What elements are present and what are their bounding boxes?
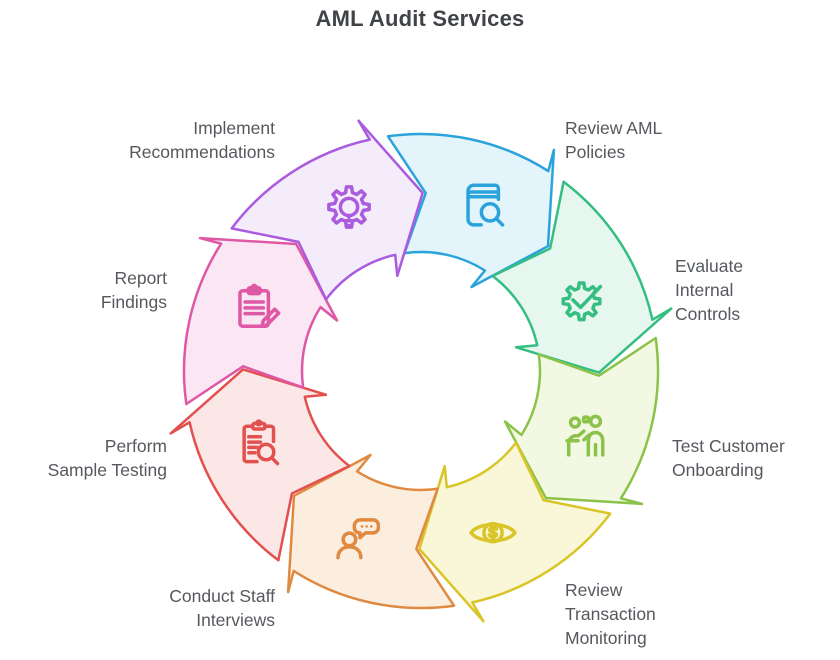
cycle-arrow-evaluate-internal-controls bbox=[491, 180, 673, 374]
step-label-line: Monitoring bbox=[565, 628, 647, 648]
step-label-line: Controls bbox=[675, 304, 741, 324]
step-label-line: Transaction bbox=[565, 604, 656, 624]
cycle-arrow-review-aml-policies bbox=[386, 132, 556, 289]
cycle-arrow-report-findings bbox=[182, 236, 339, 406]
cycle-arrow-perform-sample-testing bbox=[169, 368, 351, 562]
step-label-line: Review bbox=[565, 580, 623, 600]
step-label-line: Recommendations bbox=[129, 142, 275, 162]
page-title: AML Audit Services bbox=[315, 6, 525, 31]
step-label-line: Onboarding bbox=[672, 460, 764, 480]
step-label-line: Evaluate bbox=[675, 256, 744, 276]
cycle-arrow-implement-recommendations bbox=[230, 119, 424, 301]
step-label-line: Policies bbox=[565, 142, 626, 162]
step-label-line: Review AML bbox=[565, 118, 663, 138]
cycle-arrow-test-customer-onboarding bbox=[503, 336, 660, 506]
step-label-line: Internal bbox=[675, 280, 734, 300]
step-label-line: Findings bbox=[100, 292, 167, 312]
step-label-line: Conduct Staff bbox=[169, 586, 275, 606]
step-label-review-aml-policies: Review AML Policies bbox=[565, 116, 662, 164]
step-label-line: Report bbox=[114, 268, 167, 288]
step-label-line: Test Customer bbox=[672, 436, 785, 456]
step-label-line: Implement bbox=[193, 118, 275, 138]
step-label-line: Interviews bbox=[196, 610, 275, 630]
step-label-line: Sample Testing bbox=[47, 460, 167, 480]
step-label-line: Perform bbox=[104, 436, 167, 456]
